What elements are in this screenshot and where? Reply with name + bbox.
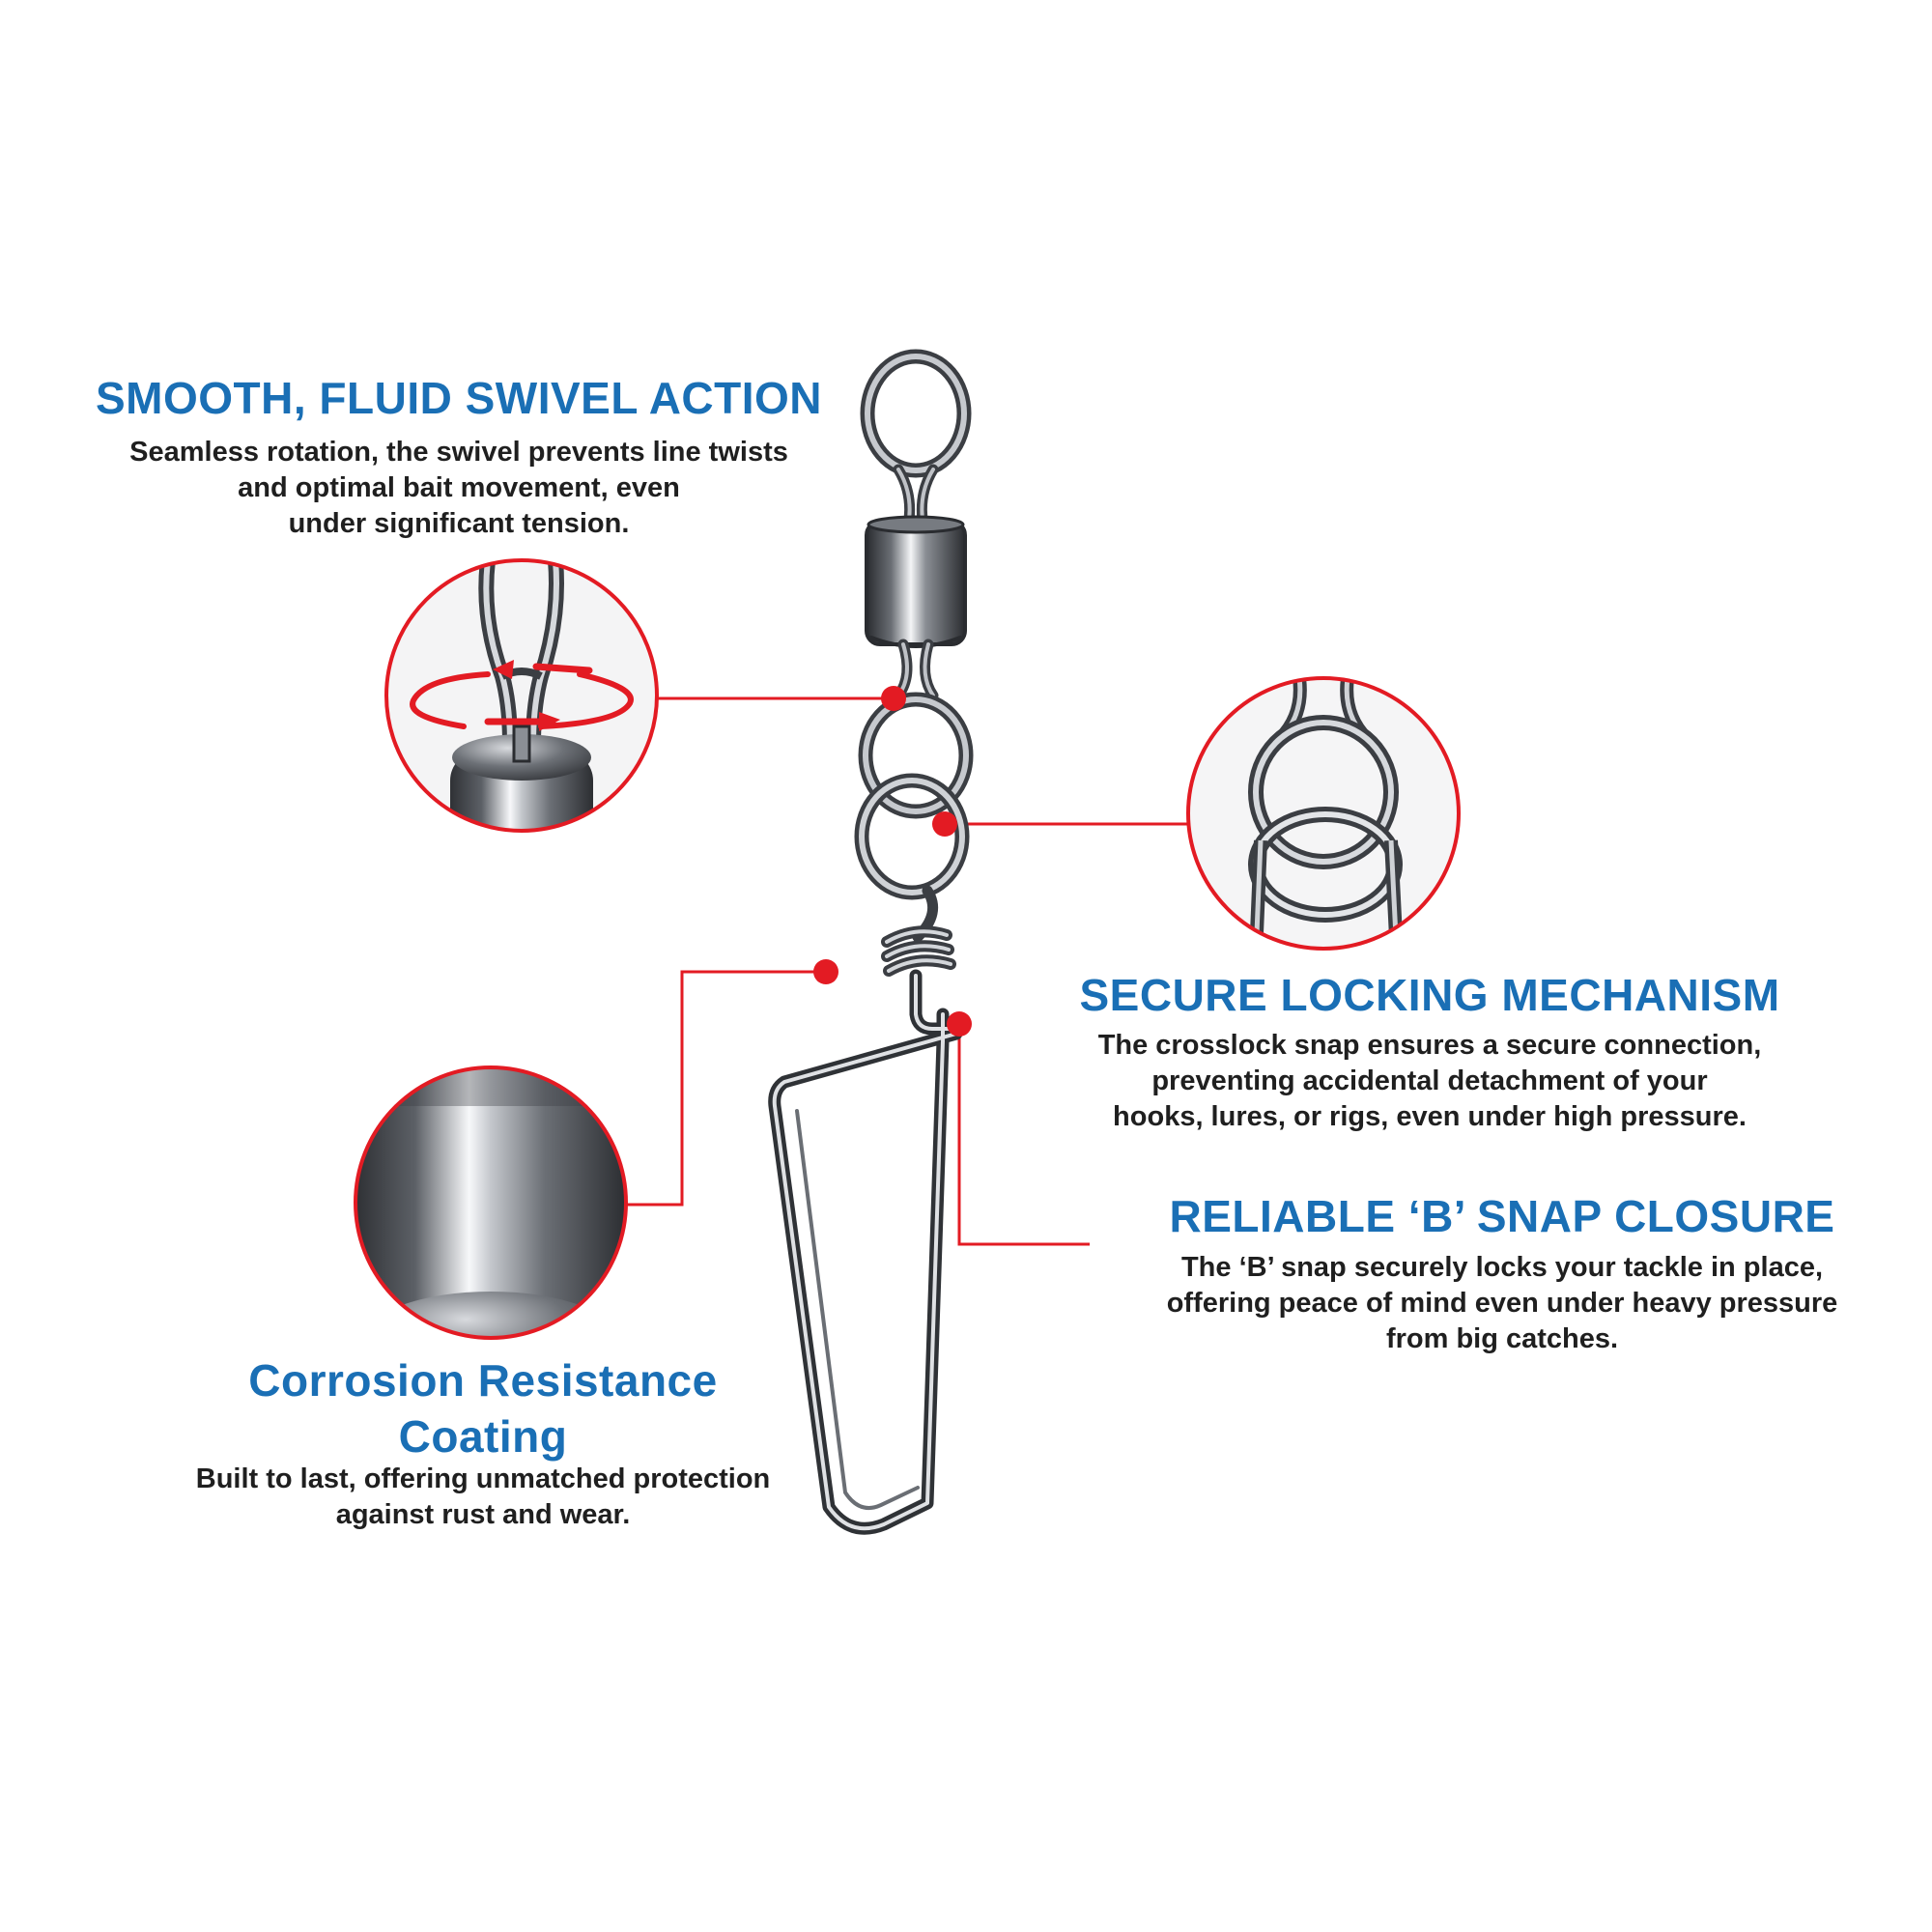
callout-connectors xyxy=(626,696,1188,1246)
corrosion-title-line: Coating xyxy=(398,1411,568,1462)
swivel-description-line: and optimal bait movement, even xyxy=(238,472,680,503)
swivel-description-line: under significant tension. xyxy=(288,508,630,539)
locking-description: The crosslock snap ensures a secure conn… xyxy=(1014,1028,1845,1135)
snap-callout-line xyxy=(957,1024,1090,1246)
locking-title: SECURE LOCKING MECHANISM xyxy=(1079,970,1780,1020)
snap-description-line: The ‘B’ snap securely locks your tackle … xyxy=(1180,1252,1824,1283)
swivel-zoom-circle xyxy=(384,558,659,833)
snap-description-line: offering peace of mind even under heavy … xyxy=(1166,1288,1838,1319)
locking-description-line: preventing accidental detachment of your xyxy=(1151,1065,1708,1096)
corrosion-zoom-circle xyxy=(354,1065,628,1340)
corrosion-callout-line xyxy=(626,970,826,1207)
corrosion-title-line: Corrosion Resistance xyxy=(248,1355,718,1406)
corrosion-description-line: Built to last, offering unmatched protec… xyxy=(195,1463,771,1494)
swivel-dot xyxy=(881,686,906,711)
snap-dot xyxy=(947,1011,972,1037)
locking-description-line: The crosslock snap ensures a secure conn… xyxy=(1097,1030,1762,1061)
corrosion-dot xyxy=(813,959,838,984)
snap-title: RELIABLE ‘B’ SNAP CLOSURE xyxy=(1169,1191,1835,1241)
locking-description-line: hooks, lures, or rigs, even under high p… xyxy=(1113,1101,1747,1132)
corrosion-description: Built to last, offering unmatched protec… xyxy=(145,1462,821,1533)
locking-zoom-circle xyxy=(1186,676,1461,951)
locking-dot xyxy=(932,811,957,837)
snap-description: The ‘B’ snap securely locks your tackle … xyxy=(1111,1250,1893,1357)
corrosion-description-line: against rust and wear. xyxy=(335,1499,631,1530)
swivel-description-line: Seamless rotation, the swivel prevents l… xyxy=(129,437,788,468)
swivel-description: Seamless rotation, the swivel prevents l… xyxy=(68,435,850,542)
snap-description-line: from big catches. xyxy=(1385,1323,1619,1354)
swivel-snap-product xyxy=(768,349,974,1535)
callout-dots xyxy=(813,686,972,1037)
rotation-arrows-icon xyxy=(410,660,634,731)
corrosion-title: Corrosion Resistance Coating xyxy=(145,1352,821,1464)
swivel-title: SMOOTH, FLUID SWIVEL ACTION xyxy=(95,373,823,423)
